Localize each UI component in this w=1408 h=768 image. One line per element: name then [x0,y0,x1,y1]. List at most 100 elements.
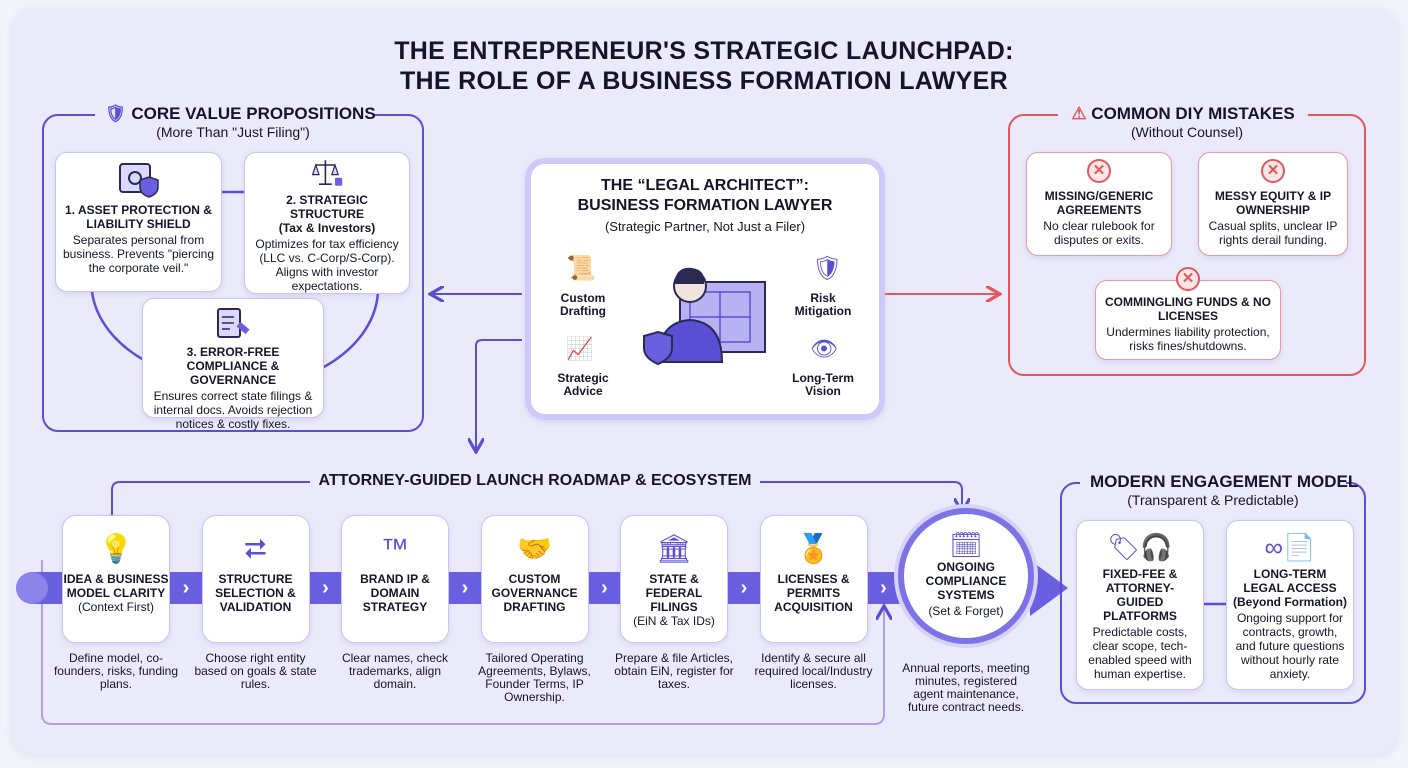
step-desc: Clear names, check trademarks, align dom… [341,651,449,691]
core-card-strategic-structure: 2. STRATEGIC STRUCTURE (Tax & Investors)… [244,152,410,294]
chevron-right-icon: › [182,577,190,599]
step-title: IDEA & BUSINESS MODEL CLARITY [63,572,169,600]
shield-check-icon: 🛡 [812,255,843,282]
core-heading: 🛡 CORE VALUE PROPOSITIONS [95,104,376,124]
engagement-subheading: (Transparent & Predictable) [1127,492,1299,508]
chevron-right-icon: › [740,577,748,599]
step-desc: Identify & secure all required local/Ind… [754,651,873,691]
center-subtitle: (Strategic Partner, Not Just a Filer) [604,219,806,234]
document-pen-icon: 📜 [566,255,596,282]
step-title: ONGOING COMPLIANCE SYSTEMS [925,560,1007,602]
trademark-search-icon: ™ [381,533,409,564]
roadmap-top-loop [111,481,962,515]
x-circle-icon: ✕ [1176,267,1200,291]
step-desc: Choose right entity based on goals & sta… [194,651,317,691]
roadmap-final-ongoing-compliance: 🗓 ONGOING COMPLIANCE SYSTEMS (Set & Forg… [898,508,1034,644]
handshake-document-icon: 🤝 [517,533,552,564]
roadmap-step: 🤝 CUSTOM GOVERNANCE DRAFTING [480,515,589,643]
step-desc: Define model, co-founders, risks, fundin… [53,651,179,691]
roadmap-bottom-loop [41,560,884,725]
center-item-strategic-advice: Strategic Advice [557,371,609,398]
card-title: LONG-TERM LEGAL ACCESS [1243,567,1337,595]
award-ribbon-icon: 🏅 [796,533,831,564]
card-desc: Optimizes for tax efficiency (LLC vs. C-… [255,237,399,293]
card-desc: Casual splits, unclear IP rights derail … [1208,219,1338,247]
engagement-card-long-term: ∞📄 LONG-TERM LEGAL ACCESS (Beyond Format… [1226,520,1354,690]
card-title: MISSING/GENERIC AGREEMENTS [1044,189,1154,217]
mistakes-heading-text: COMMON DIY MISTAKES [1091,104,1295,123]
core-card-compliance: 3. ERROR-FREE COMPLIANCE & GOVERNANCE En… [142,298,324,431]
center-item-custom-drafting: Custom Drafting [560,291,606,318]
card-desc: Separates personal from business. Preven… [62,233,214,275]
core-heading-text: CORE VALUE PROPOSITIONS [131,104,376,123]
step-title: LICENSES & PERMITS ACQUISITION [774,572,853,614]
page-title: THE ENTREPRENEUR'S STRATEGIC LAUNCHPAD: … [0,36,1408,96]
title-line-2: THE ROLE OF A BUSINESS FORMATION LAWYER [399,67,1008,95]
eye-icon: 👁 [810,336,838,361]
card-title: FIXED-FEE & ATTORNEY-GUIDED PLATFORMS [1102,567,1178,623]
core-subheading: (More Than "Just Filing") [156,124,310,140]
roadmap-arrowhead [1030,560,1068,616]
scales-coins-icon [311,160,343,186]
title-line-1: THE ENTREPRENEUR'S STRATEGIC LAUNCHPAD: [394,37,1014,65]
card-desc: Ongoing support for contracts, growth, a… [1235,611,1345,681]
center-title-1: THE “LEGAL ARCHITECT”: [601,177,809,194]
warning-icon: ⚠ [1071,104,1087,123]
step-desc: Tailored Operating Agreements, Bylaws, F… [478,651,591,704]
card-subtitle: (Beyond Formation) [1233,595,1347,609]
chevron-right-icon: › [601,577,608,599]
clipboard-gavel-icon [217,308,250,338]
step-desc: Prepare & file Articles, obtain EiN, reg… [614,651,734,691]
safe-shield-icon [118,163,159,198]
card-title: MESSY EQUITY & IP OWNERSHIP [1214,189,1332,217]
center-title-2: BUSINESS FORMATION LAWYER [577,197,833,214]
chevron-right-icon: › [322,577,329,599]
lightbulb-question-icon: 💡 [98,533,134,564]
flowchart-icon: ⮂ [244,533,267,564]
step-subtitle: (Context First) [77,600,154,614]
roadmap-step: ⮂ STRUCTURE SELECTION & VALIDATION [201,515,310,643]
step-desc: Annual reports, meeting minutes, registe… [902,661,1030,714]
card-desc: No clear rulebook for disputes or exits. [1043,219,1155,247]
chevron-right-icon: › [461,577,469,599]
card-title: 2. STRATEGIC STRUCTURE [286,193,368,221]
lawyer-blueprint-icon [643,267,766,366]
step-title: BRAND IP & DOMAIN STRATEGY [360,572,430,614]
arrow-to-roadmap [476,339,522,450]
mistakes-subheading: (Without Counsel) [1130,124,1244,140]
step-subtitle: (Set & Forget) [928,604,1004,618]
engagement-heading: MODERN ENGAGEMENT MODEL [1080,472,1358,492]
price-tag-headset-icon: 🏷🎧 [1107,532,1173,562]
step-title: STATE & FEDERAL FILINGS [645,572,703,614]
engagement-card-fixed-fee: 🏷🎧 FIXED-FEE & ATTORNEY-GUIDED PLATFORMS… [1076,520,1204,690]
center-item-risk-mitigation: Risk Mitigation [794,291,852,318]
x-circle-icon: ✕ [1261,159,1285,183]
roadmap-heading: ATTORNEY-GUIDED LAUNCH ROADMAP & ECOSYST… [312,472,758,490]
capitol-tax-icon: 🏛 [656,533,692,564]
card-desc: Ensures correct state filings & internal… [153,389,313,431]
chevron-right-icon: › [880,577,887,599]
card-title: 1. ASSET PROTECTION & LIABILITY SHIELD [65,203,212,231]
step-title: STRUCTURE SELECTION & VALIDATION [215,572,296,614]
x-circle-icon: ✕ [1087,159,1111,183]
shield-check-icon: 🛡 [105,104,127,123]
roadmap-step: 💡 IDEA & BUSINESS MODEL CLARITY (Context… [62,515,170,643]
step-subtitle: (EiN & Tax IDs) [633,614,715,628]
card-title: COMMINGLING FUNDS & NO LICENSES [1105,295,1271,323]
core-card-asset-protection: 1. ASSET PROTECTION & LIABILITY SHIELD S… [55,152,222,292]
card-title: 3. ERROR-FREE COMPLIANCE & GOVERNANCE [186,345,280,387]
roadmap-step: ™ BRAND IP & DOMAIN STRATEGY [341,515,449,643]
growth-chart-icon: 📈 [566,336,594,361]
card-desc: Undermines liability protection, risks f… [1106,325,1270,353]
roadmap-step: 🏛 STATE & FEDERAL FILINGS (EiN & Tax IDs… [620,515,728,643]
card-desc: Predictable costs, clear scope, tech-ena… [1088,625,1192,681]
center-item-long-term-vision: Long-Term Vision [792,371,854,398]
infinity-document-icon: ∞📄 [1264,532,1316,562]
card-subtitle: (Tax & Investors) [278,221,376,235]
mistakes-heading: ⚠ COMMON DIY MISTAKES [1058,104,1308,124]
step-title: CUSTOM GOVERNANCE DRAFTING [491,572,578,614]
roadmap-step: 🏅 LICENSES & PERMITS ACQUISITION [759,515,868,643]
